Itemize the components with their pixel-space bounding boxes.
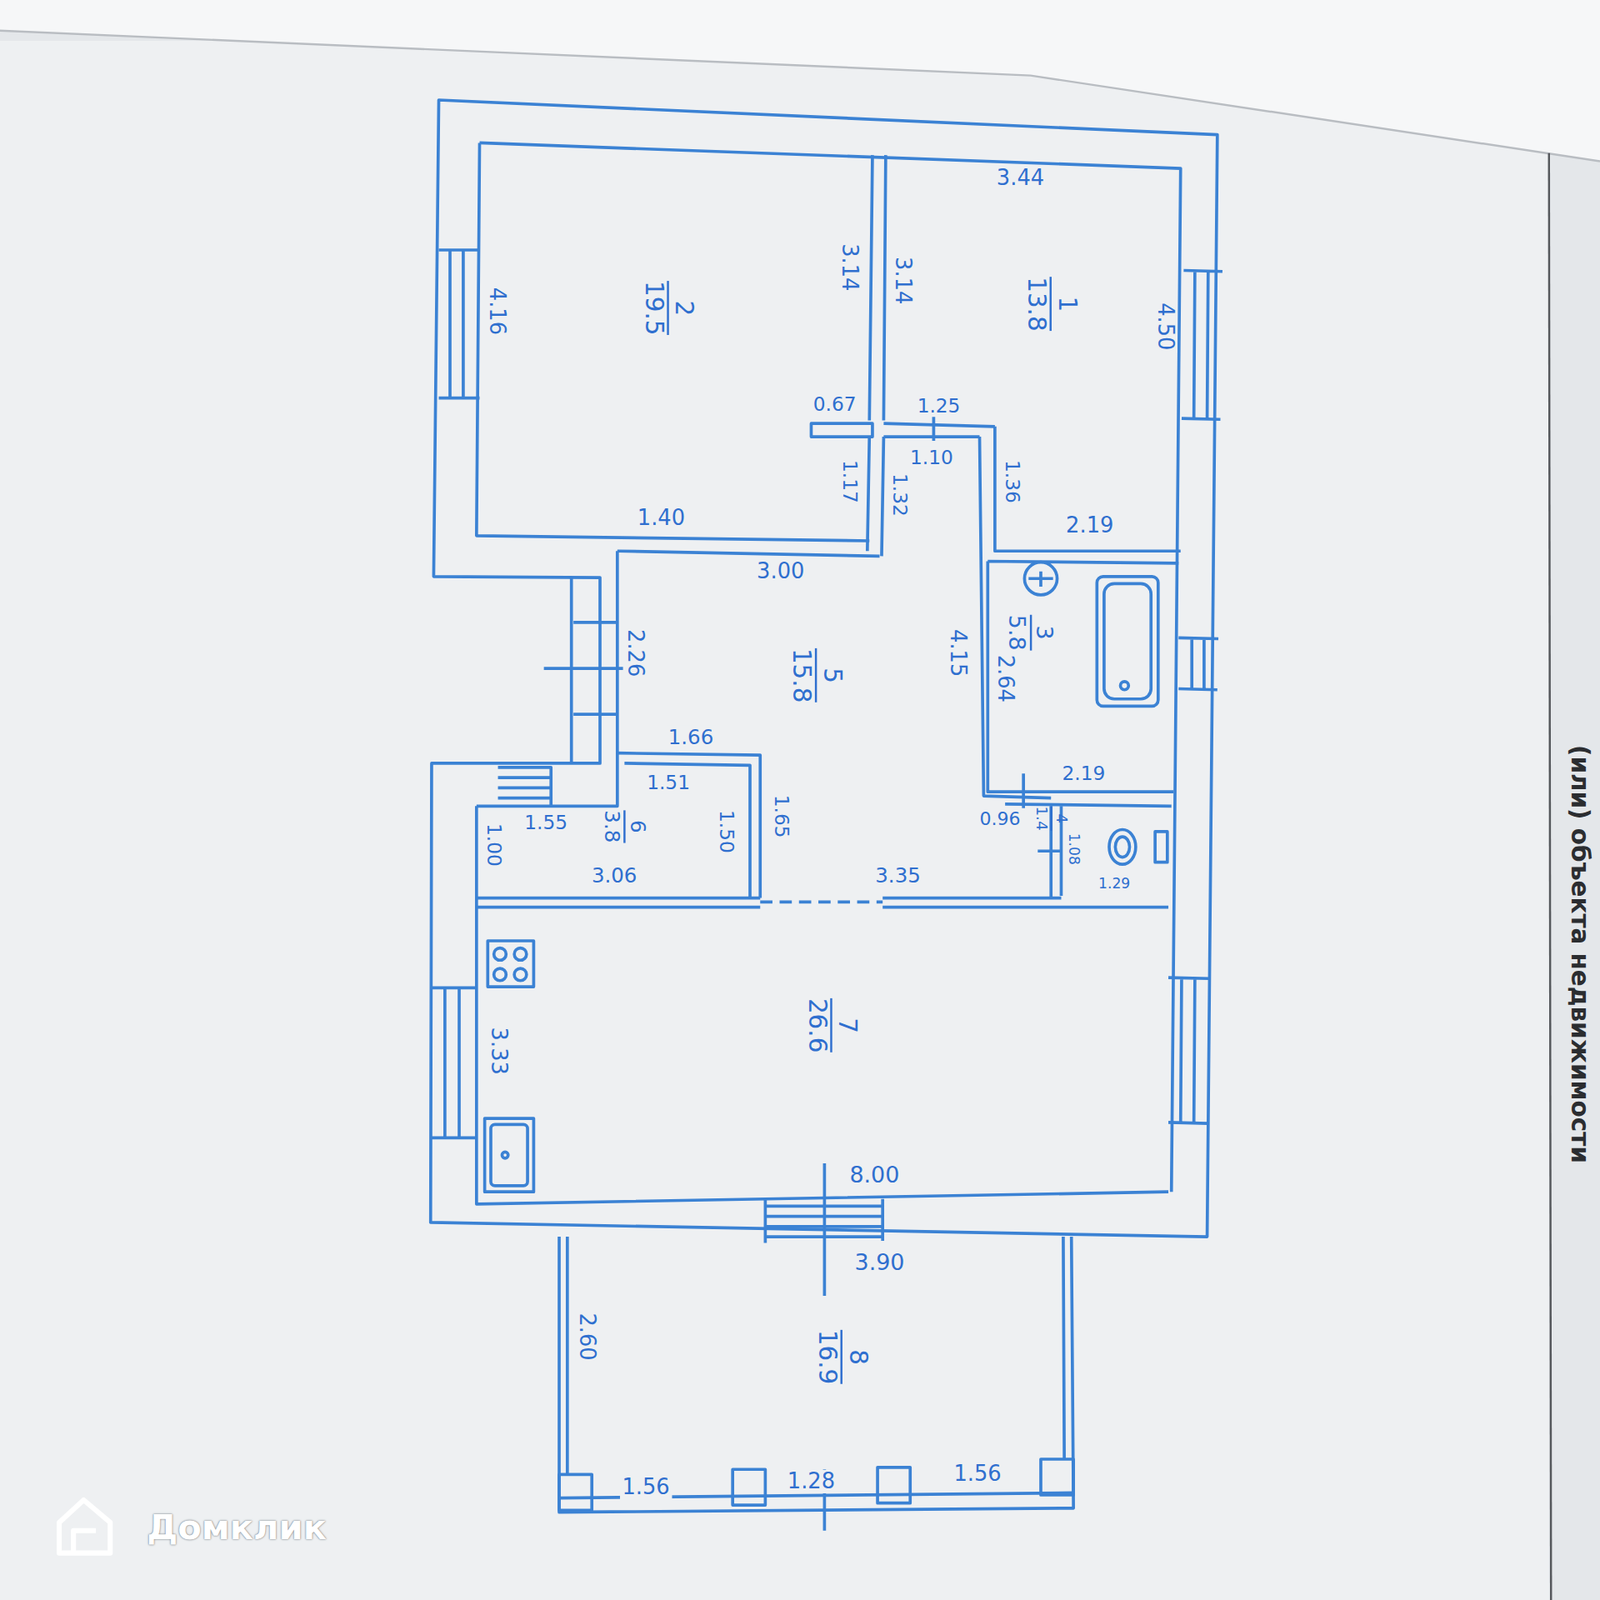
dimension-label: 1.65	[770, 792, 793, 840]
dimension-label: 2.19	[1060, 762, 1108, 785]
dimension-label: 1.08	[1065, 830, 1082, 867]
room-area: 726.6	[476, 907, 1169, 1203]
dimension-label: 8.00	[847, 1163, 902, 1189]
dimension-label: 1.51	[645, 771, 693, 794]
dimension-label: 1.40	[635, 506, 687, 530]
dimension-label: 1.17	[839, 458, 861, 506]
room-area: 35.8	[995, 563, 1174, 790]
room-area-value: 26.6	[802, 998, 831, 1053]
room-area-value: 1.4	[1032, 805, 1050, 830]
dimension-label: 3.00	[755, 560, 807, 584]
room-number: 2	[667, 280, 698, 335]
room-label: 35.8	[1004, 615, 1058, 651]
room-area-value: 5.8	[1004, 615, 1030, 651]
room-label: 816.9	[812, 1330, 871, 1385]
dimension-label: 1.32	[889, 471, 911, 520]
watermark: Домклик	[145, 1508, 330, 1547]
dimension-label: 4.16	[485, 285, 509, 337]
dimension-label: 1.29	[1096, 875, 1133, 892]
room-label: 63.8	[600, 810, 650, 843]
dimension-label: 3.33	[485, 1025, 510, 1077]
dimension-label: 3.35	[873, 864, 923, 887]
room-area-value: 3.8	[600, 810, 624, 843]
dimension-label: 0.96	[977, 808, 1023, 829]
dimension-label: 3.44	[994, 166, 1046, 190]
room-number: 5	[815, 648, 845, 703]
dimension-label: 1.36	[1001, 458, 1024, 506]
room-number: 4	[1050, 805, 1070, 830]
dimension-label: 1.66	[665, 725, 715, 749]
document-heading: (или) объекта недвижимости	[1565, 743, 1593, 1166]
dimension-label: 2.64	[993, 652, 1017, 705]
dimension-label: 3.06	[589, 864, 639, 887]
room-label: 41.4	[1032, 805, 1070, 830]
dimension-label: 1.00	[483, 821, 505, 870]
room-number: 6	[623, 810, 650, 843]
room-number: 3	[1030, 615, 1058, 651]
room-area-value: 15.8	[787, 648, 816, 703]
dimension-label: 1.56	[620, 1475, 672, 1500]
dimension-label: 1.50	[715, 808, 738, 856]
room-area: 113.8	[885, 168, 1181, 551]
dimension-label: 1.56	[951, 1462, 1004, 1486]
room-label: 219.5	[639, 280, 698, 335]
room-label: 515.8	[787, 648, 846, 703]
dimension-label: 3.14	[837, 241, 861, 294]
room-area-value: 19.5	[639, 280, 668, 335]
room-area: 219.5	[480, 148, 870, 536]
dimension-label: 3.14	[890, 255, 914, 307]
dimension-label: 1.55	[522, 811, 570, 834]
room-label: 726.6	[802, 998, 861, 1053]
dimension-label: 4.15	[945, 627, 969, 680]
dimension-label: 1.10	[908, 446, 956, 469]
room-number: 8	[840, 1330, 871, 1385]
dimension-label: 2.60	[575, 1310, 599, 1363]
dimension-label: 2.26	[622, 627, 646, 680]
dimension-label: 3.90	[852, 1250, 907, 1276]
dimension-label: 1.25	[915, 395, 963, 418]
room-area-value: 16.9	[812, 1330, 841, 1385]
room-label: 113.8	[1021, 276, 1080, 331]
dimension-label: 2.19	[1064, 513, 1116, 537]
dimension-label: 4.50	[1153, 300, 1177, 353]
room-number: 7	[830, 998, 861, 1053]
room-area: 816.9	[567, 1236, 1064, 1495]
room-area-value: 13.8	[1021, 276, 1050, 331]
dimension-label: 1.28	[785, 1470, 837, 1494]
dimension-label: 0.67	[810, 393, 859, 415]
room-number: 1	[1050, 276, 1080, 331]
